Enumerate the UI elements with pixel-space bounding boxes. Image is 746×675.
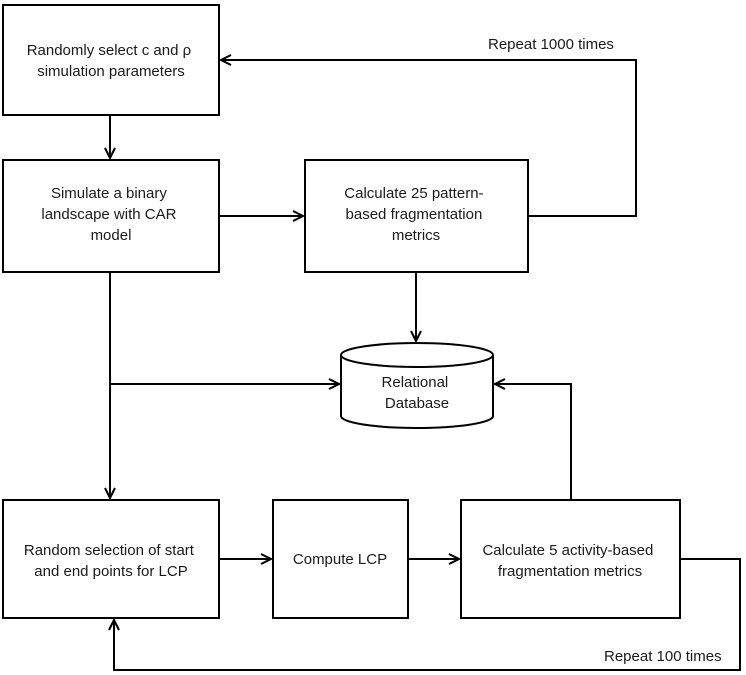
database-cylinder — [340, 342, 494, 429]
compute-lcp-box — [272, 499, 409, 619]
select-params-box — [2, 4, 220, 116]
simulate-box — [2, 159, 220, 273]
select-params-text: Randomly select c and ρ simulation param… — [27, 42, 196, 80]
edge-repeat-inner-loop — [114, 558, 741, 671]
pattern-metrics-text: Calculate 25 pattern- based fragmentatio… — [344, 185, 487, 244]
pattern-metrics-box — [304, 159, 529, 273]
simulate-text: Simulate a binary landscape with CAR mod… — [41, 185, 180, 244]
compute-lcp-text: Compute LCP — [293, 551, 387, 568]
repeat-outer-label: Repeat 1000 times — [488, 36, 614, 53]
repeat-inner-label: Repeat 100 times — [604, 648, 722, 665]
activity-metrics-text: Calculate 5 activity-based fragmentation… — [482, 542, 657, 580]
activity-metrics-box — [460, 499, 681, 619]
edge-activity-to-database — [495, 384, 572, 500]
random-points-box — [2, 499, 220, 619]
random-points-text: Random selection of start and end points… — [24, 542, 198, 580]
edge-repeat-outer-loop — [221, 60, 637, 217]
database-text: Relational Database — [382, 374, 453, 412]
